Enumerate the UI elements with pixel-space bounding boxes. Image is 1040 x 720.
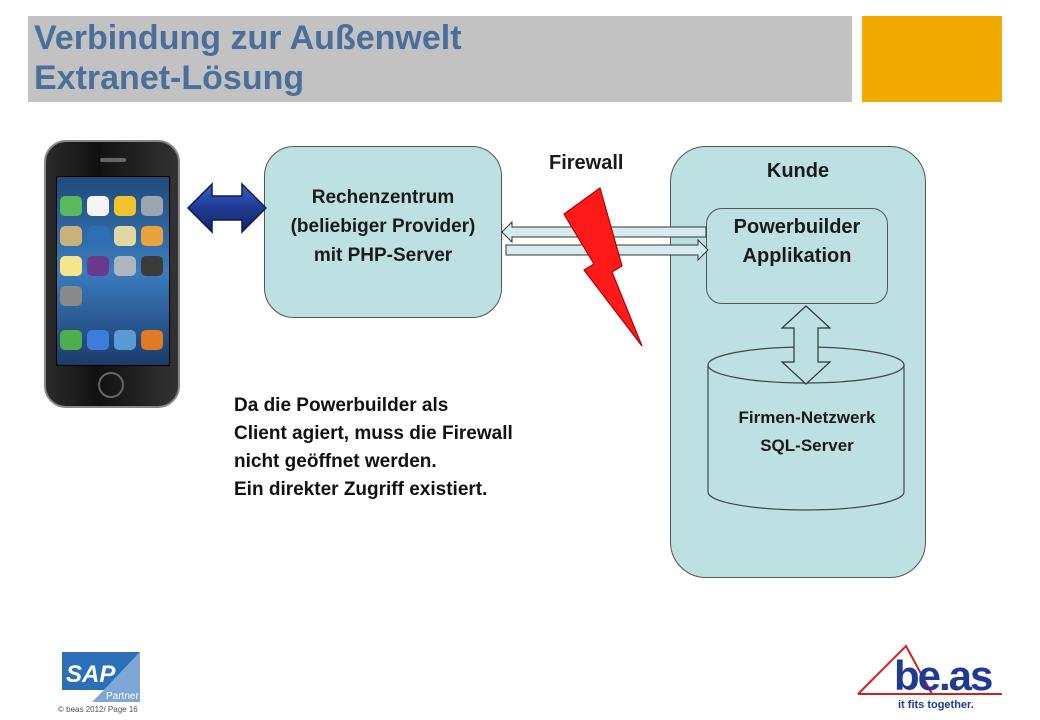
datacenter-line1: Rechenzentrum — [311, 187, 455, 208]
note-line3: nicht geöffnet werden. — [234, 451, 437, 472]
phone-datacenter-double-arrow — [186, 182, 268, 234]
sap-logo-text: SAP — [66, 661, 116, 688]
title-bar — [28, 16, 852, 102]
slide-title-line2: Extranet-Lösung — [34, 59, 305, 97]
app-icon — [60, 330, 82, 350]
accent-square — [862, 16, 1002, 102]
slide-title-line1: Verbindung zur Außenwelt — [34, 19, 462, 57]
powerbuilder-app-label: Powerbuilder Applikation — [706, 213, 888, 271]
app-icon — [60, 256, 82, 276]
app-icon — [141, 330, 163, 350]
explanation-note: Da die Powerbuilder als Client agiert, m… — [234, 392, 513, 504]
phone-app-grid — [60, 196, 164, 306]
datacenter-box — [264, 146, 502, 318]
app-icon — [60, 226, 82, 246]
app-icon — [60, 196, 82, 216]
app-icon — [114, 256, 136, 276]
sap-partner-text: Partner — [106, 691, 139, 702]
db-line2: SQL-Server — [760, 436, 854, 455]
sap-partner-logo: SAP Partner — [62, 652, 140, 702]
note-line2: Client agiert, muss die Firewall — [234, 423, 513, 444]
beas-tagline: it fits together. — [898, 699, 974, 711]
datacenter-label: Rechenzentrum (beliebiger Provider) mit … — [264, 183, 502, 270]
footer-copyright: © beas 2012/ Page 16 — [58, 705, 138, 714]
firewall-lightning-icon — [563, 187, 643, 347]
datacenter-line3: mit PHP-Server — [313, 245, 453, 266]
firewall-label: Firewall — [549, 152, 624, 174]
app-icon — [114, 330, 136, 350]
phone-dock — [60, 330, 164, 350]
slide-title: Verbindung zur Außenwelt Extranet-Lösung — [34, 18, 462, 98]
app-icon — [60, 286, 82, 306]
app-icon — [141, 256, 163, 276]
app-icon — [114, 226, 136, 246]
phone-speaker — [100, 158, 126, 162]
app-icon — [114, 196, 136, 216]
db-line1: Firmen-Netzwerk — [738, 408, 876, 427]
phone-home-button — [98, 372, 124, 398]
app-icon — [87, 226, 109, 246]
app-icon — [87, 256, 109, 276]
note-line4: Ein direkter Zugriff existiert. — [234, 479, 488, 500]
beas-logo-text: be.as — [894, 652, 992, 699]
app-icon — [87, 330, 109, 350]
app-line2: Applikation — [742, 245, 852, 267]
note-line1: Da die Powerbuilder als — [234, 395, 449, 416]
datacenter-line2: (beliebiger Provider) — [290, 216, 476, 237]
app-line1: Powerbuilder — [733, 216, 861, 238]
beas-logo: be.as it fits together. — [857, 644, 1002, 711]
database-label: Firmen-Netzwerk SQL-Server — [708, 404, 906, 460]
customer-label: Kunde — [766, 160, 830, 182]
app-icon — [87, 196, 109, 216]
powerbuilder-app-box — [706, 208, 888, 304]
app-icon — [141, 196, 163, 216]
app-db-double-arrow — [780, 305, 832, 385]
app-icon — [141, 226, 163, 246]
